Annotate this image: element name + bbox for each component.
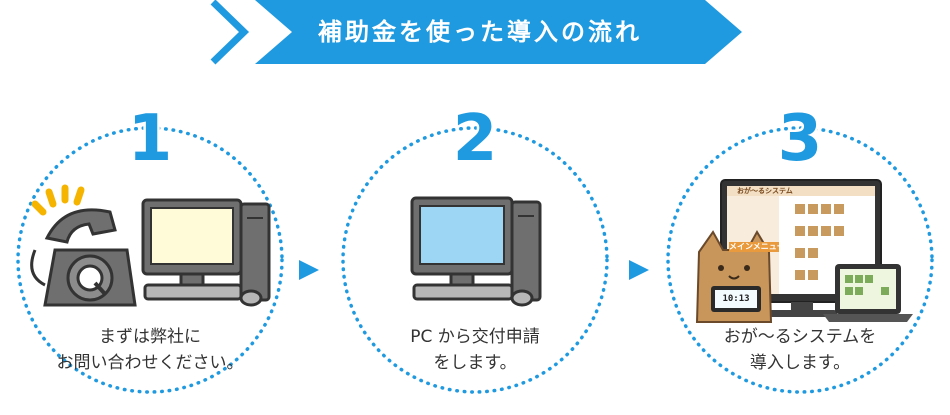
step-caption: おが～るシステムを 導入します。 [675,324,925,376]
cat-mascot-icon [695,230,773,323]
step-3-illustration [695,179,913,323]
step-caption-line: まずは弊社に [99,327,201,347]
next-arrow-icon [629,260,649,280]
desktop-computer-icon [141,198,271,307]
step-number: 2 [450,102,500,176]
screen-menu-label: メインメニュー [729,242,779,252]
step-circle [341,126,609,394]
step-3: おが～るシステム メインメニュー 10:13 3 おが～るシステムを 導入します… [655,100,945,405]
banner-shape [210,0,742,65]
step-circle [16,126,284,394]
ringing-phone-icon [30,208,137,307]
step-1: 1 まずは弊社に お問い合わせください。 [5,100,295,405]
step-circle [666,126,934,394]
step-caption-line: 導入します。 [749,353,851,373]
step-2-illustration [410,196,542,307]
step-1-illustration [30,184,271,307]
next-arrow-icon [299,260,319,280]
step-2: 2 PC から交付申請 をします。 [330,100,620,405]
step-caption-line: お問い合わせください。 [56,353,244,373]
step-caption: まずは弊社に お問い合わせください。 [25,324,275,376]
step-number: 1 [125,102,175,176]
header-banner: 補助金を使った導入の流れ [0,0,950,70]
banner-title: 補助金を使った導入の流れ [318,18,642,46]
ringing-lines-icon [31,184,85,216]
step-number: 3 [775,102,825,176]
desktop-computer-icon [410,196,542,307]
device-clock: 10:13 [722,294,750,304]
screen-title: おが～るシステム [737,187,793,195]
step-caption: PC から交付申請 をします。 [350,324,600,376]
tablet-icon [823,264,913,322]
step-caption-line: おが～るシステムを [723,327,877,347]
step-caption-line: PC から交付申請 [410,327,540,347]
step-caption-line: をします。 [433,353,517,373]
